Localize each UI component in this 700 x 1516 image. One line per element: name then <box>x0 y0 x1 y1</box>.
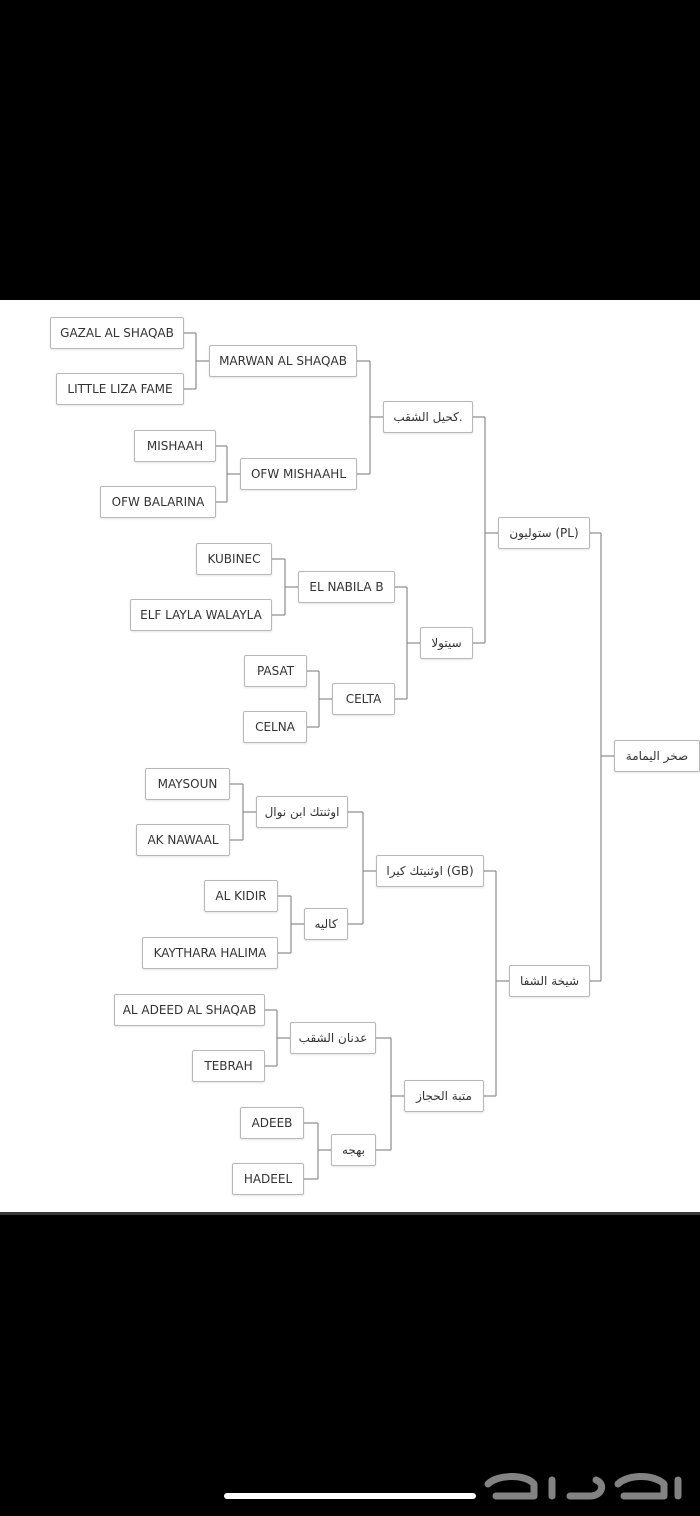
node-authentic-kira-gb[interactable]: اوثنيتك كيرا (GB) <box>376 855 484 887</box>
node-el-nabila-b[interactable]: EL NABILA B <box>298 571 395 603</box>
node-little-liza-fame[interactable]: LITTLE LIZA FAME <box>56 373 184 405</box>
home-indicator <box>224 1493 476 1499</box>
node-gazal-al-shaqab[interactable]: GAZAL AL SHAQAB <box>50 317 184 349</box>
haraj-logo-watermark <box>484 1473 682 1500</box>
node-maysoun[interactable]: MAYSOUN <box>145 768 230 800</box>
node-ak-nawaal[interactable]: AK NAWAAL <box>136 824 230 856</box>
node-adnan-al-shaqab[interactable]: عدنان الشقب <box>290 1022 376 1054</box>
node-kubinec[interactable]: KUBINEC <box>196 543 272 575</box>
node-mutba-al-hijaz[interactable]: متبة الحجاز <box>404 1080 484 1112</box>
node-sheikha-al-shafa[interactable]: شيخة الشفا <box>509 965 590 997</box>
node-marwan-al-shaqab[interactable]: MARWAN AL SHAQAB <box>209 345 357 377</box>
node-awthentic-ibn-nawal[interactable]: اوثنتك ابن نوال <box>256 796 348 828</box>
connector-lines <box>184 332 614 1180</box>
node-celta[interactable]: CELTA <box>332 683 395 715</box>
node-pasat[interactable]: PASAT <box>244 655 307 687</box>
node-sakhr-al-yamama[interactable]: صخر اليمامة <box>614 740 700 772</box>
node-hadeel[interactable]: HADEEL <box>232 1163 304 1195</box>
node-adeeb[interactable]: ADEEB <box>240 1107 304 1139</box>
node-ofw-balarina[interactable]: OFW BALARINA <box>100 486 216 518</box>
node-elf-layla-walayla[interactable]: ELF LAYLA WALAYLA <box>130 599 272 631</box>
node-al-kidir[interactable]: AL KIDIR <box>204 880 278 912</box>
node-ofw-mishaahl[interactable]: OFW MISHAAHL <box>240 458 357 490</box>
node-bahja[interactable]: بهجه <box>331 1134 376 1166</box>
pedigree-chart: GAZAL AL SHAQAB LITTLE LIZA FAME MISHAAH… <box>0 300 700 1215</box>
node-mishaah[interactable]: MISHAAH <box>134 430 216 462</box>
node-stallion-pl[interactable]: ستوليون (PL) <box>498 517 590 549</box>
node-sitola[interactable]: سيتولا <box>420 627 473 659</box>
node-celna[interactable]: CELNA <box>243 711 307 743</box>
node-kalyeh[interactable]: كاليه <box>304 908 348 940</box>
node-al-adeed-al-shaqab[interactable]: AL ADEED AL SHAQAB <box>114 994 265 1026</box>
node-kuhail-al-shaqab[interactable]: كحيل الشقب. <box>383 401 473 433</box>
node-tebrah[interactable]: TEBRAH <box>192 1050 265 1082</box>
node-kaythara-halima[interactable]: KAYTHARA HALIMA <box>142 937 278 969</box>
bottom-divider <box>0 1212 700 1215</box>
